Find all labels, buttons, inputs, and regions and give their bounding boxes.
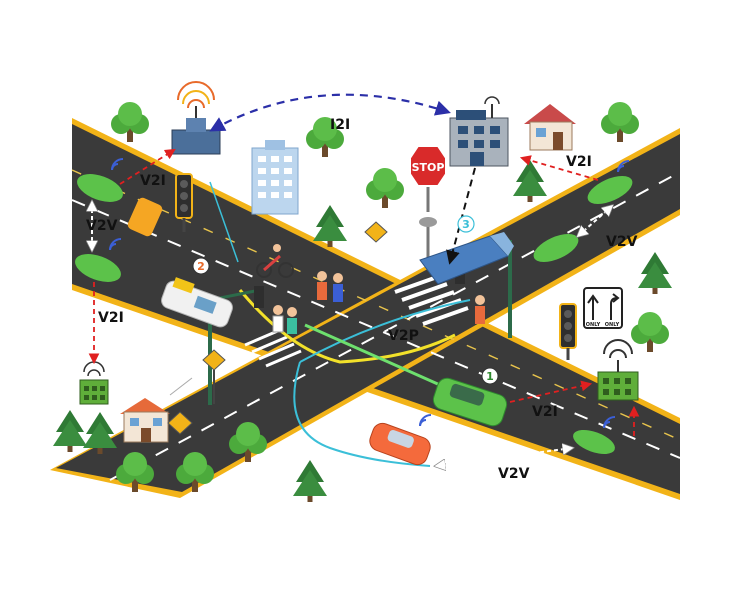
v2v-bottom-link: [436, 448, 572, 466]
link-labels: I2I V2I V2I V2V V2I V2P V2V V2I V2V: [86, 117, 638, 482]
cyclist: [256, 244, 294, 278]
cloud-server-building: [449, 96, 509, 167]
yellow-phone-device: [127, 197, 163, 237]
street-lamp: [419, 217, 437, 262]
roadside-unit-top-left: [171, 81, 221, 155]
stop-sign-text: STOP: [412, 161, 445, 174]
taxi-cab: [161, 277, 233, 328]
label-v2i-bottom-right: V2I: [532, 404, 558, 420]
cloud-to-truck-link: [446, 167, 476, 265]
v2i-bottom-right-link: [509, 380, 593, 403]
badge-three: 3: [457, 215, 475, 233]
house-top-right: [524, 104, 576, 151]
v2i-top-left-link: [119, 148, 176, 185]
label-v2i-left: V2I: [98, 310, 124, 326]
pedestrian-warning-signs: [167, 221, 388, 435]
i2i-link: [209, 93, 451, 132]
blue-truck: [419, 232, 514, 285]
badge-one: 1: [481, 367, 499, 385]
stop-sign: STOP: [409, 145, 447, 212]
car-green-left: [75, 238, 122, 282]
roadside-unit-bottom-right: [597, 339, 639, 401]
car-green-top-left: [77, 158, 124, 202]
vehicles: [75, 158, 633, 466]
v2i-top-right-link: [519, 155, 599, 181]
v2v-right-link: [578, 206, 612, 236]
svg-text:2: 2: [197, 260, 205, 273]
label-v2i-top-left: V2I: [140, 173, 166, 189]
svg-text:3: 3: [462, 218, 470, 231]
vehicle-badges: 2 3 1: [192, 215, 499, 385]
badge-two: 2: [192, 257, 210, 275]
vehicle-trajectories: [209, 181, 471, 467]
label-v2v-right: V2V: [606, 234, 638, 250]
only-left-text: ONLY: [586, 322, 601, 328]
label-v2p: V2P: [388, 328, 419, 344]
only-right-text: ONLY: [605, 322, 620, 328]
label-v2i-top-right: V2I: [566, 154, 592, 170]
car-green-center-right: [432, 377, 508, 427]
only-lane-sign: ONLY ONLY: [583, 287, 623, 329]
roadside-unit-bottom-left: [79, 361, 109, 405]
car-orange: [369, 414, 432, 466]
car-green-bottom-right: [573, 416, 616, 455]
pedestrians: [272, 271, 485, 334]
tall-office-building: [251, 140, 299, 215]
label-v2v-bottom: V2V: [498, 466, 530, 482]
communication-links: [92, 93, 640, 466]
car-green-right: [533, 233, 579, 263]
car-green-upper-right: [587, 160, 633, 205]
school-building: [120, 377, 193, 443]
label-v2v-left: V2V: [86, 218, 118, 234]
svg-text:1: 1: [486, 370, 494, 383]
label-i2i: I2I: [330, 117, 350, 133]
